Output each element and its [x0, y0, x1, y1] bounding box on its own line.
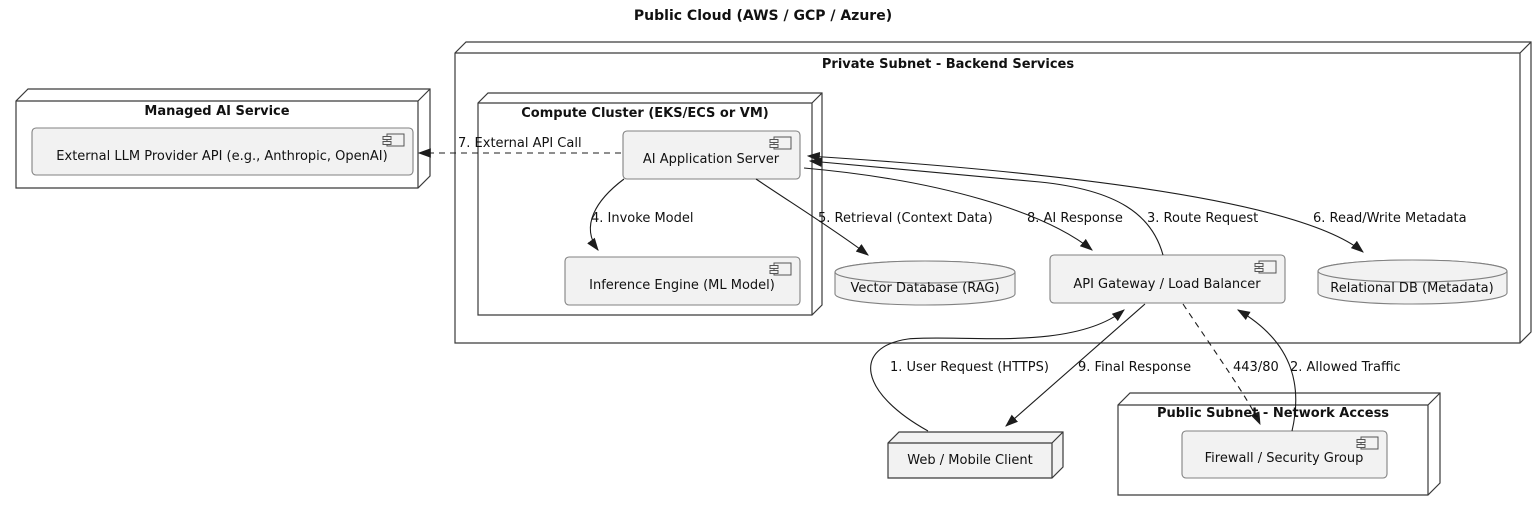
- container-title-public-subnet: Public Subnet - Network Access: [1156, 406, 1390, 421]
- component-icon: [769, 136, 792, 150]
- component-icon: [382, 133, 405, 147]
- node-web-mobile-client: [887, 431, 1064, 479]
- edge-label-read-write-metadata: 6. Read/Write Metadata: [1313, 211, 1467, 226]
- edge-label-ports: 443/80: [1233, 360, 1279, 375]
- edge-label-external-api-call: 7. External API Call: [458, 136, 582, 151]
- label-inference-engine: Inference Engine (ML Model): [589, 278, 775, 293]
- component-firewall: [1181, 430, 1388, 479]
- component-inference-engine: [564, 256, 801, 306]
- container-title-managed-ai: Managed AI Service: [144, 104, 290, 119]
- edge-ports: [1182, 303, 1261, 426]
- label-ai-app-server: AI Application Server: [642, 152, 780, 167]
- database-relational-db: [1317, 259, 1508, 305]
- edge-label-allowed-traffic: 2. Allowed Traffic: [1290, 360, 1401, 375]
- component-icon: [769, 262, 792, 276]
- database-vector-db: [834, 260, 1016, 306]
- label-relational-db: Relational DB (Metadata): [1330, 281, 1494, 296]
- edge-label-route-request: 3. Route Request: [1147, 211, 1259, 226]
- container-title-private-subnet: Private Subnet - Backend Services: [821, 57, 1075, 72]
- component-llm-api: [31, 127, 414, 176]
- edge-read-write-metadata: [806, 152, 1364, 253]
- edge-user-request: [870, 309, 1125, 432]
- edge-invoke-model: [587, 178, 625, 251]
- label-api-gateway: API Gateway / Load Balancer: [1073, 277, 1261, 292]
- component-icon: [1254, 260, 1277, 274]
- component-api-gateway: [1049, 254, 1286, 304]
- label-vector-db: Vector Database (RAG): [850, 281, 1000, 296]
- edge-label-user-request: 1. User Request (HTTPS): [890, 360, 1049, 375]
- edge-final-response: [1005, 303, 1146, 427]
- component-icon: [1356, 436, 1379, 450]
- label-llm-api: External LLM Provider API (e.g., Anthrop…: [56, 149, 388, 164]
- edge-label-invoke-model: 4. Invoke Model: [591, 211, 694, 226]
- edge-label-final-response: 9. Final Response: [1078, 360, 1192, 375]
- container-title-compute-cluster: Compute Cluster (EKS/ECS or VM): [521, 106, 769, 121]
- label-web-client: Web / Mobile Client: [907, 453, 1033, 468]
- edge-ai-response: [803, 167, 1093, 251]
- edge-allowed-traffic: [1236, 309, 1297, 432]
- diagram-title: Public Cloud (AWS / GCP / Azure): [633, 8, 893, 24]
- edge-label-ai-response: 8. AI Response: [1027, 211, 1123, 226]
- edge-label-retrieval: 5. Retrieval (Context Data): [818, 211, 993, 226]
- component-ai-app-server: [622, 130, 801, 180]
- label-firewall: Firewall / Security Group: [1204, 451, 1364, 466]
